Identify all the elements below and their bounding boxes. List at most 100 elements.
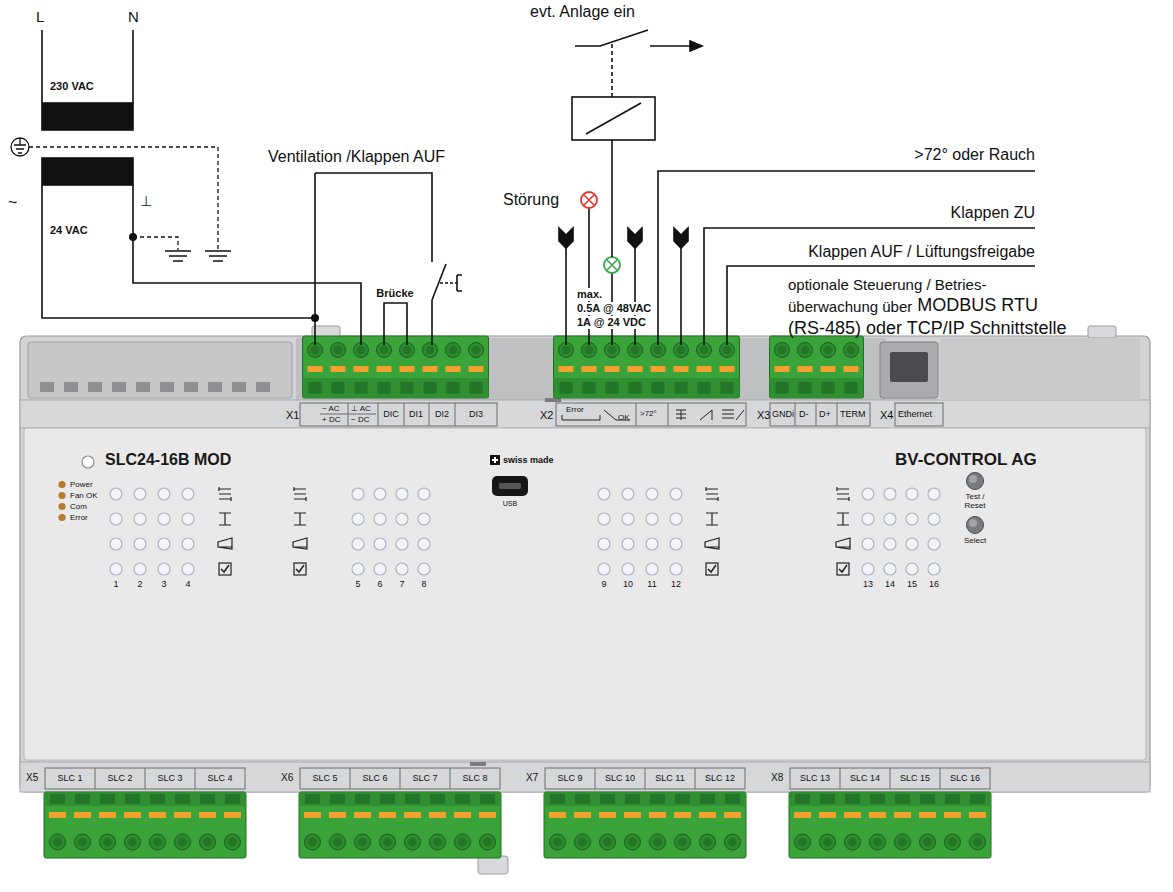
damper-icons-strip [562,410,744,420]
terminal-screw [844,343,859,358]
status-led [374,563,386,575]
terminal-slot [447,382,460,394]
terminal-label-strips-part [770,403,870,426]
terminal-block [789,792,991,858]
terminal-label-strip [790,768,990,789]
slc-channel-label: SLC 7 [412,773,437,783]
status-led [158,538,170,550]
terminal-screw-slot [153,838,162,847]
status-led [862,538,874,550]
x2-wiring-part [674,228,688,248]
terminal-clamp [624,812,641,818]
strip-divider [840,768,841,789]
terminal-block [554,336,740,398]
status-led [182,488,194,500]
terminal-clamp [674,366,689,372]
terminal-screw-slot [426,346,434,354]
terminal-label-strips-part [455,403,456,426]
checkbox-icon [706,563,718,575]
terminal-screw [650,834,666,850]
device-housing-part [296,338,886,400]
vent-slot [208,382,222,392]
terminal-clamp [74,812,91,818]
transformer-symbol-part [42,158,133,185]
status-led [418,563,430,575]
terminal-screw [469,343,484,358]
terminal-screw-slot [403,346,411,354]
device-housing-part [940,338,1140,400]
terminal-label-strips-part [300,403,497,426]
slc-channel-label: SLC 16 [950,773,980,783]
terminal-clamp [379,812,396,818]
terminal-screw [725,834,741,850]
terminal-slot [75,794,90,804]
terminal-clamp [354,366,369,372]
checkbox-icon [837,563,849,575]
terminal-clamp [429,812,446,818]
terminal-screw-slot [380,346,388,354]
strip-divider [95,768,96,789]
x1-wiring-part [431,300,433,345]
strip-divider [890,768,891,789]
status-led [670,488,682,500]
status-led [134,538,146,550]
damper-icons-strip-part [676,410,686,420]
x2-wiring-part [690,41,702,51]
terminal-slot [125,794,140,804]
terminal-screw [625,834,641,850]
terminal-clamp [844,366,859,372]
terminal-screw-slot [677,346,685,354]
terminal-clamp [894,812,911,818]
terminal-slot [652,382,665,394]
terminal-slot [330,794,345,804]
terminal-screw-slot [103,838,112,847]
terminal-slot [401,382,414,394]
vent-slot [64,382,78,392]
strip-divider [695,768,696,789]
terminal-block [303,336,489,398]
terminal-screw-slot [333,838,342,847]
indicator-led [58,503,65,510]
terminal-screw-slot [311,346,319,354]
terminal-clamp [819,812,836,818]
terminal-label: + DC [322,415,340,424]
terminal-slot [795,794,810,804]
terminal-screw [820,834,836,850]
terminal-screw-slot [78,838,87,847]
damper-closed-icon [837,513,849,525]
terminal-slot [470,382,483,394]
terminal-clamp [329,812,346,818]
terminal-screw [446,343,461,358]
damper-icons-strip-part [562,415,600,420]
checkmark-icon [221,565,229,572]
x2-wiring-part [575,30,648,46]
terminal-screw [870,834,886,850]
terminal-clamp [628,366,643,372]
terminal-clamp [724,812,741,818]
terminal-screw-slot [973,838,982,847]
strip-divider [940,768,941,789]
terminal-slot [309,382,322,394]
terminal-block [544,792,746,858]
port-label: Ethernet [898,409,932,419]
terminal-slot [305,794,320,804]
terminal-label-strips [45,403,990,789]
status-led [110,513,122,525]
terminal-block-base [554,378,740,398]
status-led [622,513,634,525]
terminal-screw-slot [449,346,457,354]
status-led [396,488,408,500]
terminal-label: TERM [840,409,866,419]
damper-closed-icon [294,513,306,525]
terminal-clamp [479,812,496,818]
terminal-blocks [44,336,991,858]
terminal-slot [970,794,985,804]
terminal-screw-slot [128,838,137,847]
terminal-screw [75,834,91,850]
front-panel-details-part [967,517,984,534]
status-led [110,488,122,500]
status-led-label: Com [70,502,87,511]
x2-wiring-part [628,228,642,248]
terminal-screw-slot [654,346,662,354]
terminal-slot [355,794,370,804]
